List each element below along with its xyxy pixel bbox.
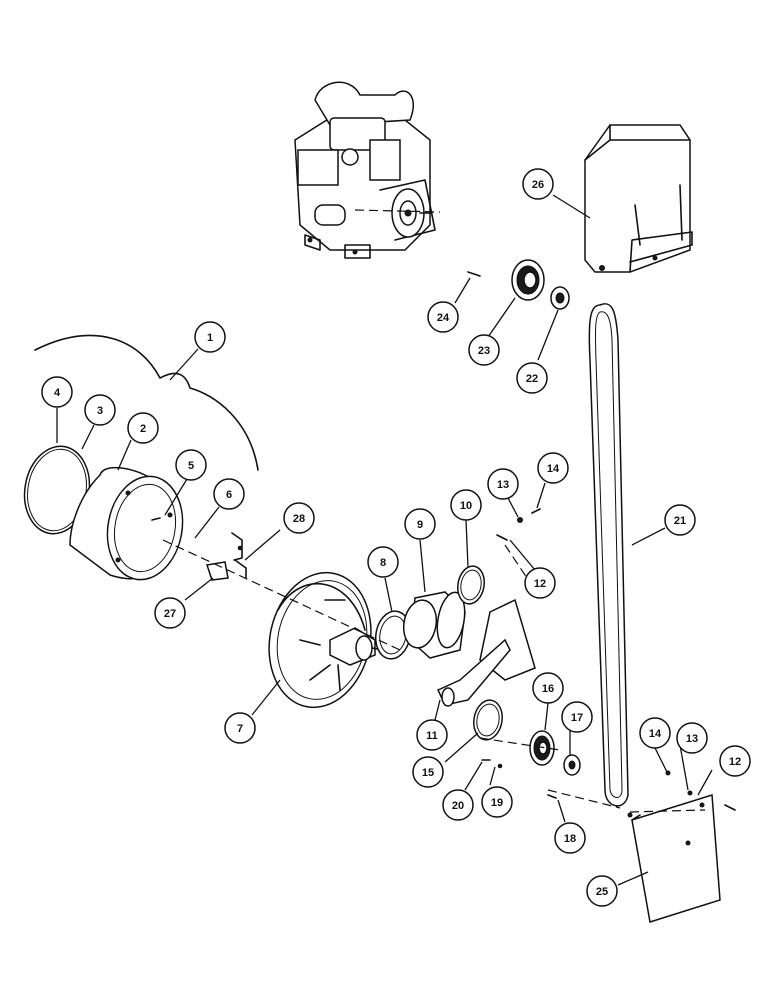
callout-13-upper: 13: [487, 468, 519, 500]
callout-14-upper: 14: [537, 452, 569, 484]
callout-20: 20: [442, 789, 474, 821]
callout-label: 23: [478, 345, 490, 357]
callout-label: 15: [422, 767, 434, 779]
callout-18: 18: [554, 822, 586, 854]
callout-label: 2: [140, 423, 146, 435]
callout-label: 14: [649, 728, 662, 740]
drum-assembly: [23, 445, 184, 581]
callout-label: 16: [542, 683, 554, 695]
callout-label: 9: [417, 519, 423, 531]
callout-label: 13: [497, 479, 509, 491]
callout-10: 10: [450, 489, 482, 521]
engine-drawing: [294, 81, 436, 259]
callout-label: 20: [452, 800, 464, 812]
callout-1: 1: [194, 321, 226, 353]
callout-12-upper: 12: [524, 567, 556, 599]
callout-2: 2: [127, 412, 159, 444]
idler-arm: [437, 598, 536, 707]
upper-sprocket-assembly: [467, 259, 570, 310]
callout-16: 16: [532, 672, 564, 704]
leader-lines: [56, 194, 713, 886]
callout-11: 11: [416, 719, 448, 751]
callout-13-lower: 13: [676, 722, 708, 754]
callout-label: 21: [674, 515, 686, 527]
belt-guard-top: [584, 124, 693, 273]
clutch-bushings: [374, 565, 485, 660]
callout-label: 8: [380, 557, 386, 569]
callout-19: 19: [481, 786, 513, 818]
callout-label: 13: [686, 733, 698, 745]
callout-label: 19: [491, 797, 503, 809]
callout-8: 8: [367, 546, 399, 578]
callout-label: 3: [97, 405, 103, 417]
callout-label: 17: [571, 712, 583, 724]
callout-21: 21: [664, 504, 696, 536]
callout-label: 25: [596, 886, 608, 898]
callout-label: 12: [534, 578, 546, 590]
callout-label: 4: [54, 387, 61, 399]
callout-3: 3: [84, 394, 116, 426]
callout-12-lower: 12: [719, 745, 751, 777]
callout-4: 4: [41, 376, 73, 408]
callout-label: 10: [460, 500, 472, 512]
callout-14-lower: 14: [639, 717, 671, 749]
callout-23: 23: [468, 334, 500, 366]
callout-17: 17: [561, 701, 593, 733]
callout-28: 28: [283, 502, 315, 534]
callout-24: 24: [427, 301, 459, 333]
callout-label: 12: [729, 756, 741, 768]
callout-label: 27: [164, 608, 176, 620]
callout-label: 28: [293, 513, 305, 525]
callout-15: 15: [412, 756, 444, 788]
callout-label: 14: [547, 463, 560, 475]
callout-label: 6: [226, 489, 232, 501]
bracket-parts: [206, 532, 247, 581]
callout-label: 7: [237, 723, 243, 735]
callout-9: 9: [404, 508, 436, 540]
callout-5: 5: [175, 449, 207, 481]
callout-22: 22: [516, 362, 548, 394]
bolt-12-upper: [496, 534, 508, 541]
drive-belt: [588, 303, 629, 807]
callout-7: 7: [224, 712, 256, 744]
flywheel: [268, 571, 396, 709]
callout-label: 24: [437, 312, 450, 324]
callout-label: 5: [188, 460, 194, 472]
nut-13-upper: [517, 517, 523, 523]
screw-14-upper: [531, 508, 541, 514]
assembly-outline-curve: [34, 334, 259, 471]
callout-label: 1: [207, 332, 213, 344]
callout-27: 27: [154, 597, 186, 629]
callout-label: 22: [526, 373, 538, 385]
callout-6: 6: [213, 478, 245, 510]
callout-25: 25: [586, 875, 618, 907]
callout-label: 11: [426, 730, 438, 742]
callout-26: 26: [522, 168, 554, 200]
callout-label: 18: [564, 833, 576, 845]
belt-guard-bottom: [627, 770, 736, 923]
callout-label: 26: [532, 179, 544, 191]
